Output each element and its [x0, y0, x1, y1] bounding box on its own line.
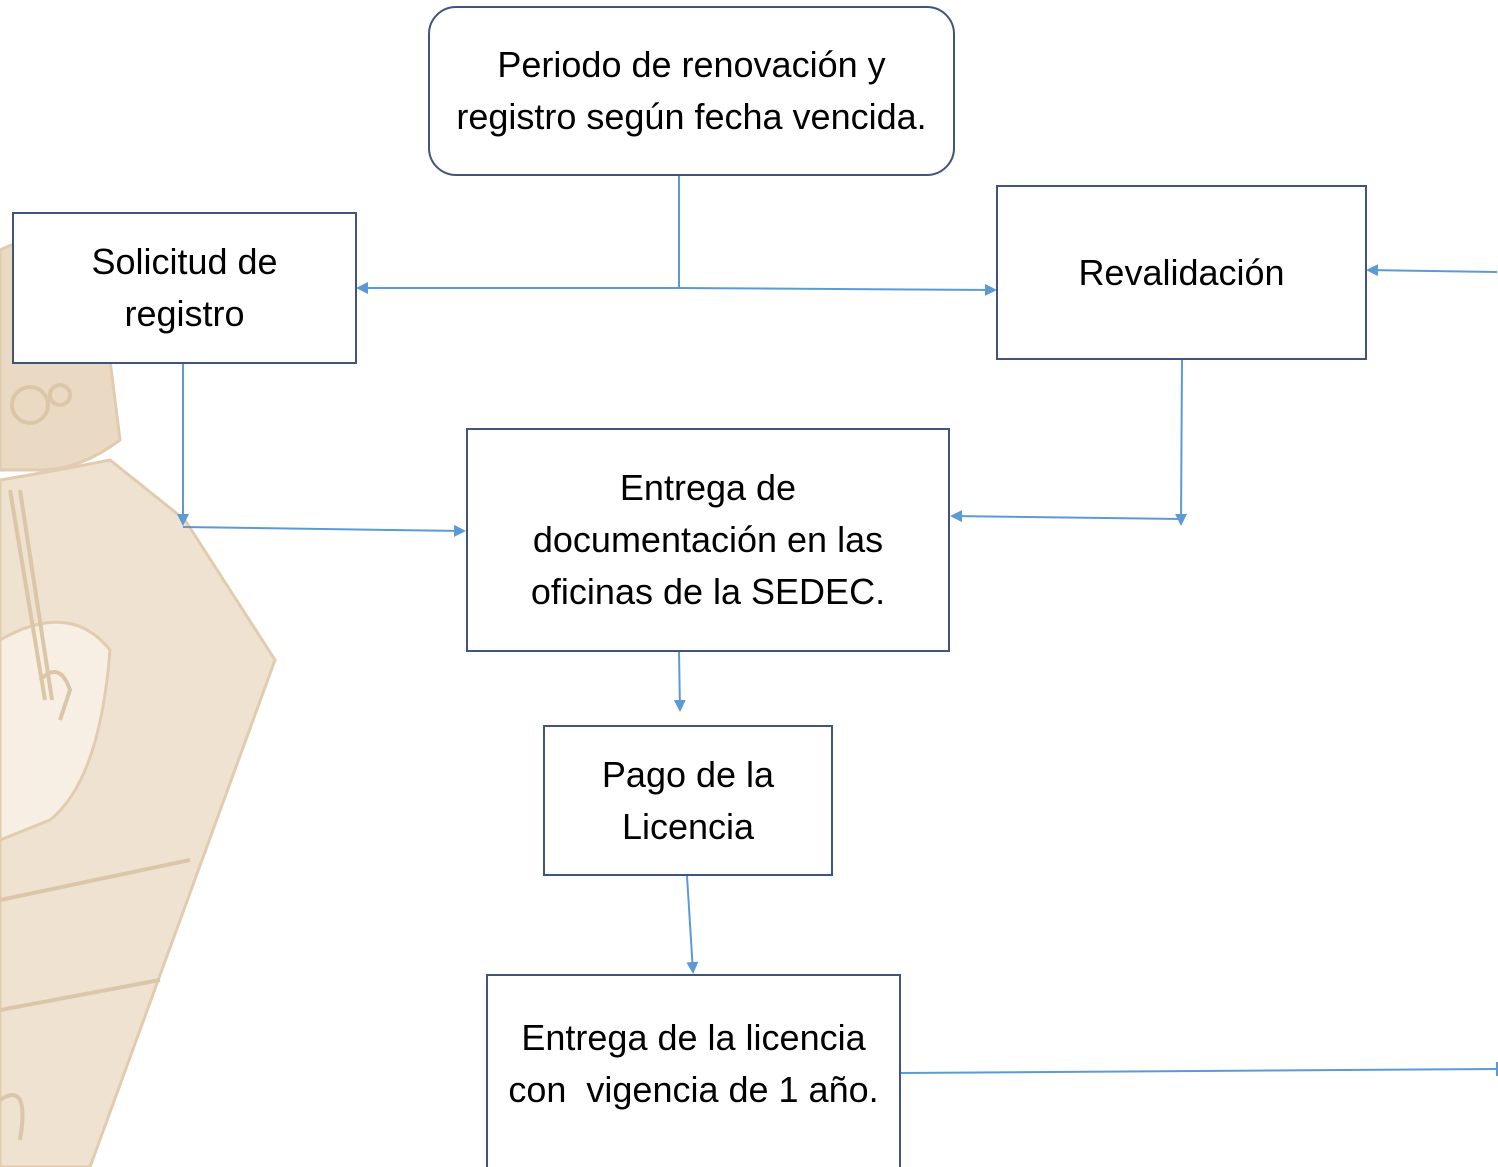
node-revalidacion-label: Revalidación — [1078, 251, 1285, 293]
node-pago-licencia-label: Pago de la Licencia — [601, 753, 775, 847]
connector-pago-to-entrega-lic — [686, 875, 699, 974]
connector-entrega-lic-right — [900, 1068, 1498, 1074]
node-entrega-licencia-label: Entrega de la licencia con vigencia de 1… — [508, 1017, 879, 1110]
node-solicitud-registro-label: Solicitud de registro — [91, 241, 278, 334]
connector-periodo-to-revalidacion — [678, 283, 997, 296]
node-entrega-documentacion: Entrega de documentación en las oficinas… — [466, 428, 950, 652]
node-pago-licencia: Pago de la Licencia — [543, 725, 833, 876]
connector-return-to-revalidacion — [1366, 264, 1498, 277]
node-solicitud-registro: Solicitud de registro — [12, 212, 357, 364]
connector-revalidacion-down — [1175, 358, 1188, 526]
connector-revalidacion-to-entrega-doc — [950, 510, 1182, 523]
node-entrega-licencia: Entrega de la licencia con vigencia de 1… — [486, 974, 901, 1167]
node-entrega-documentacion-label: Entrega de documentación en las oficinas… — [530, 467, 886, 612]
connector-entrega-doc-to-pago — [673, 651, 686, 712]
node-revalidacion: Revalidación — [996, 185, 1367, 360]
connector-solicitud-to-entrega-doc — [182, 524, 466, 537]
node-periodo-renovacion-label: Periodo de renovación y registro según f… — [456, 44, 927, 137]
node-periodo-renovacion: Periodo de renovación y registro según f… — [428, 6, 955, 176]
